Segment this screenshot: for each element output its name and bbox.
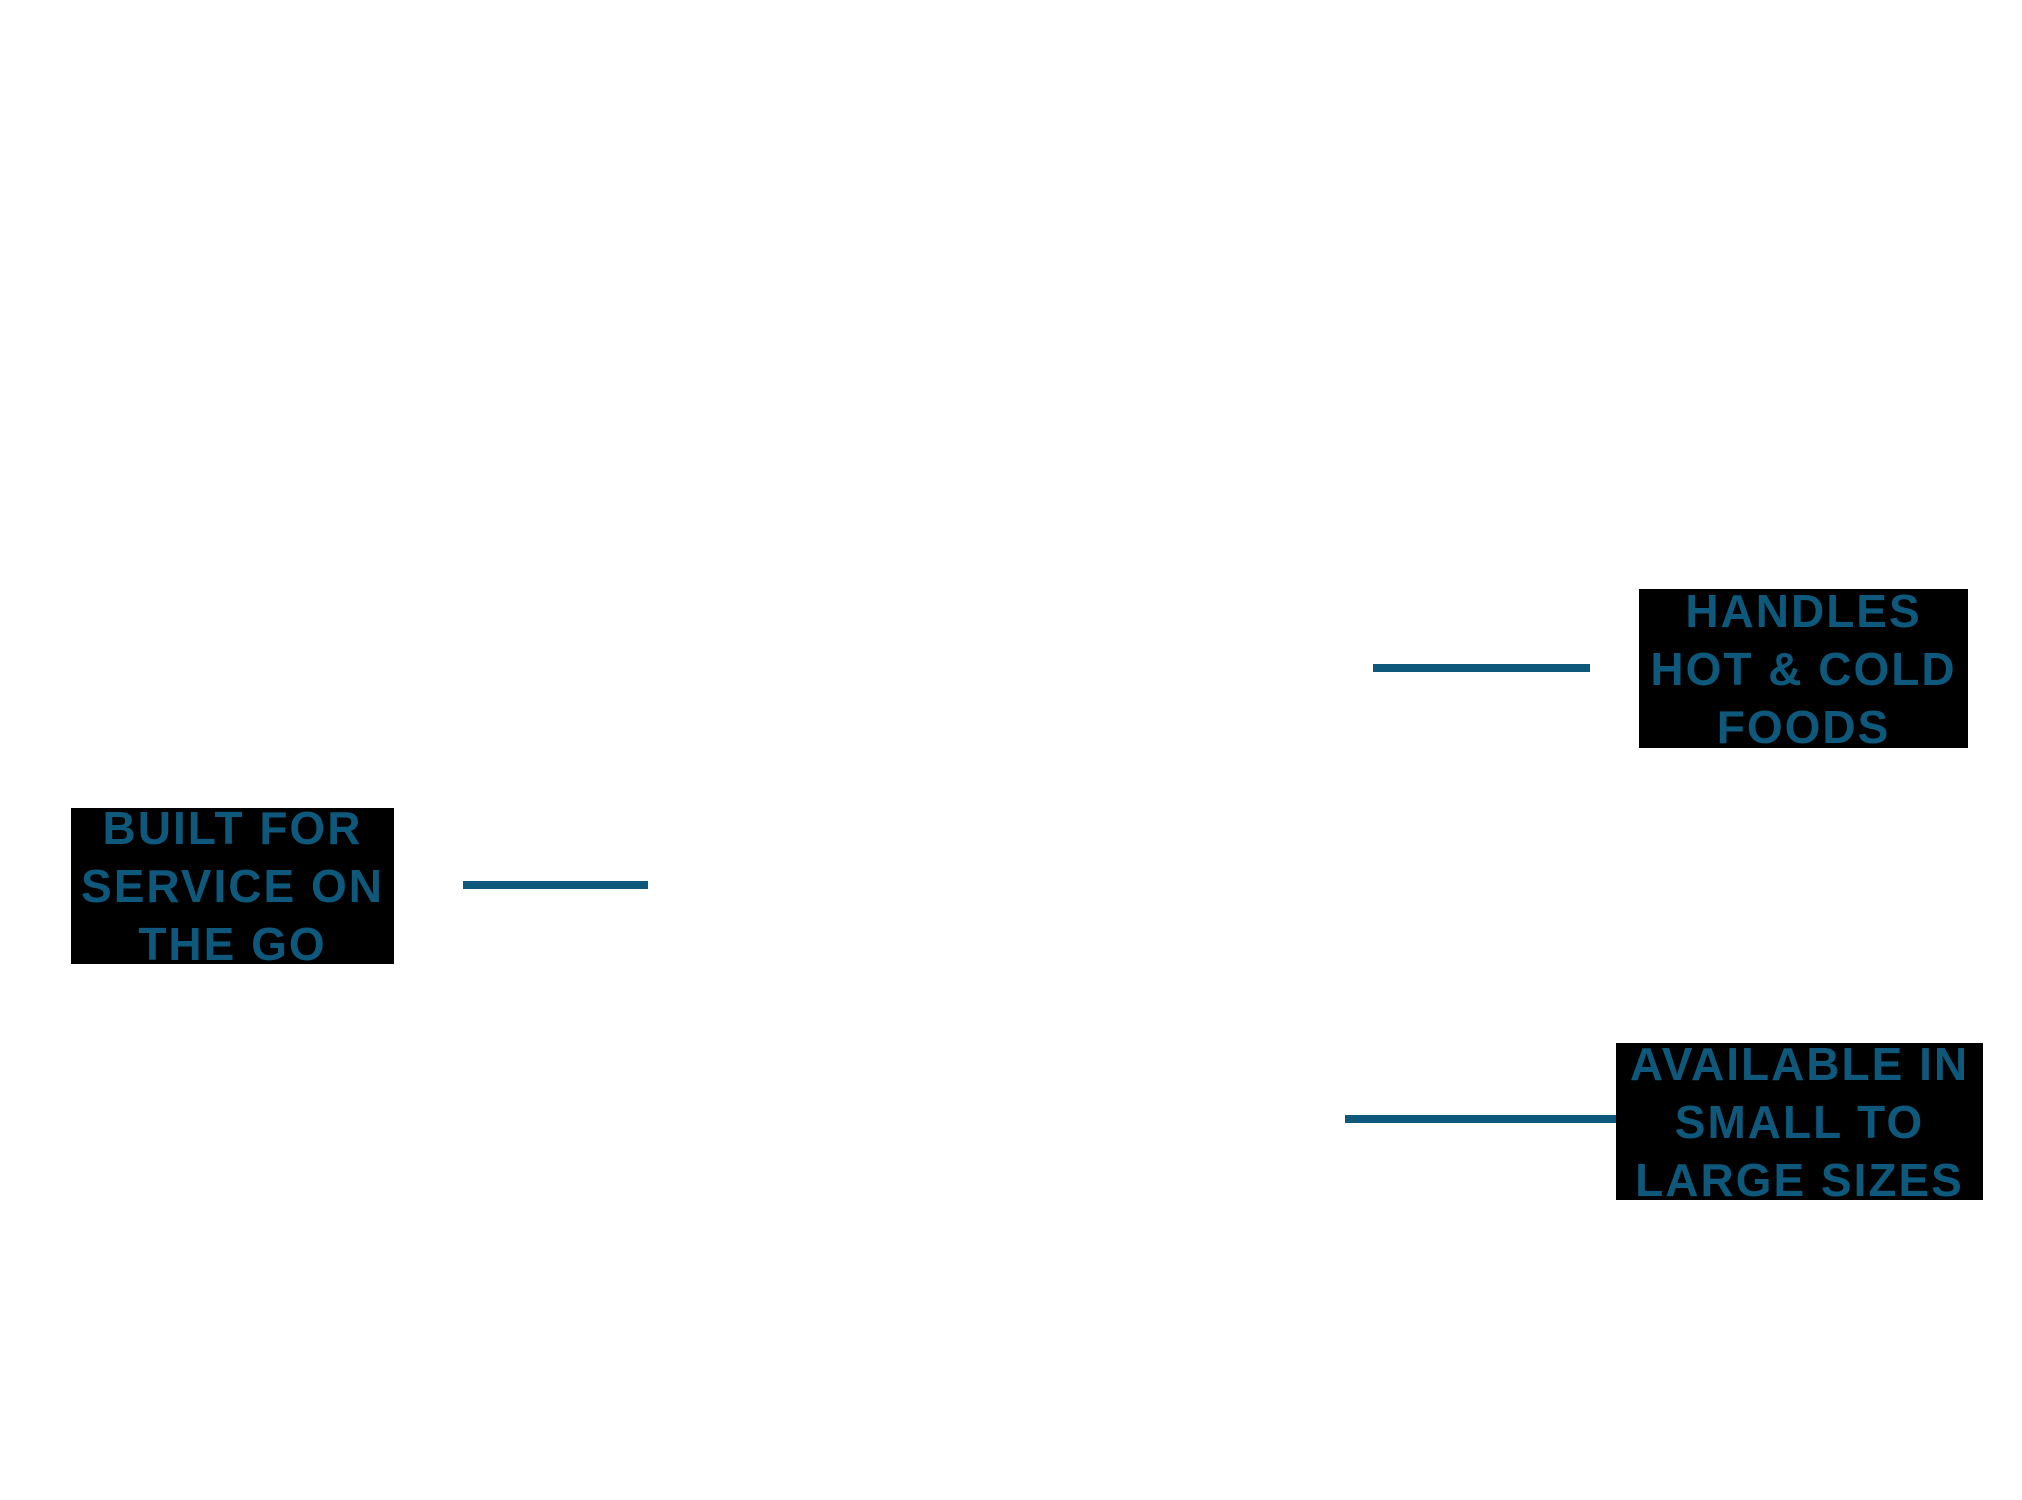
callout-hot-cold-line1: HANDLES [1685,584,1922,637]
callout-sizes-line2: SMALL TO [1674,1095,1925,1148]
callout-built-for-service: BUILT FOR SERVICE ON THE GO [71,802,394,970]
callout-available-sizes: AVAILABLE IN SMALL TO LARGE SIZES [1616,1038,1983,1206]
callout-hot-cold-foods: HANDLES HOT & COLD FOODS [1639,585,1968,753]
leader-line-sizes [1345,1115,1622,1123]
callout-service-line3: THE GO [138,918,327,970]
callout-hot-cold-line2: HOT & COLD [1650,642,1957,695]
leader-line-service [463,881,648,889]
leader-line-hot-cold [1373,664,1590,672]
callout-sizes-line3: LARGE SIZES [1635,1153,1964,1206]
callout-hot-cold-line3: FOODS [1716,700,1891,753]
callout-service-line1: BUILT FOR [102,802,363,854]
callout-sizes-line1: AVAILABLE IN [1629,1037,1970,1090]
callout-service-line2: SERVICE ON [81,860,384,912]
